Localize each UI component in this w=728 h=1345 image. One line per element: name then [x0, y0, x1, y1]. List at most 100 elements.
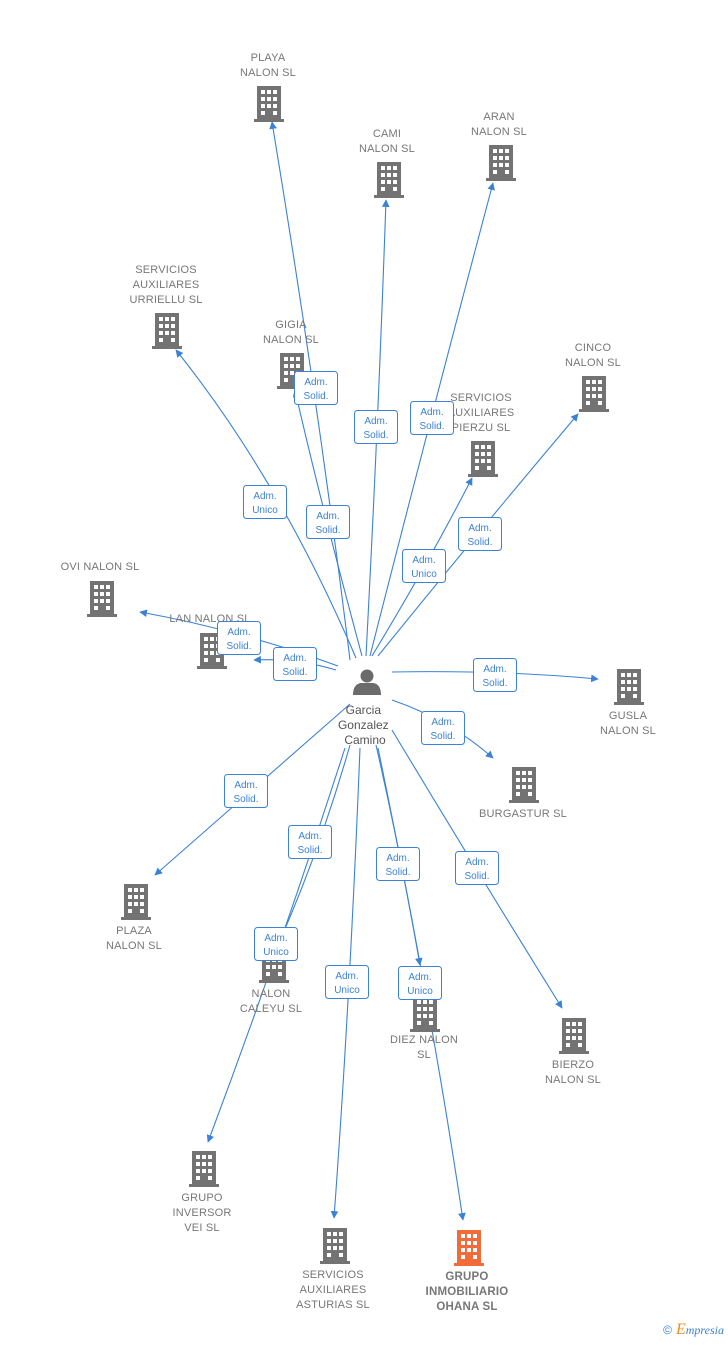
company-name-line: NALON SL	[359, 143, 415, 155]
company-name-line: PLAYA	[251, 52, 286, 64]
company-name: BURGASTUR SL	[479, 808, 567, 820]
company-node-ovi[interactable]: OVI NALON SL	[61, 561, 140, 617]
edge-role-text: Adm.	[386, 853, 409, 864]
edge-role-label-ohana[interactable]: Adm. Unico	[398, 966, 442, 1000]
edge-role-label-playa[interactable]: Adm.Solid.	[294, 371, 338, 405]
building-icon	[468, 441, 498, 477]
building-icon	[254, 86, 284, 122]
building-icon	[374, 162, 404, 198]
edge-role-text: Adm.	[420, 407, 443, 418]
edge-role-text: Adm.	[253, 491, 276, 502]
edge-role-label-plaza[interactable]: Adm.Solid.	[224, 774, 268, 808]
edge-role-text: Unico	[263, 947, 289, 958]
edge-role-text: Adm.	[335, 971, 358, 982]
edge-labels-layer: Adm.Solid.Adm.Solid.Adm.Solid.Adm.UnicoA…	[217, 371, 517, 1000]
company-name-line: INMOBILIARIO	[426, 1286, 509, 1298]
edge-role-text: Unico	[407, 986, 433, 997]
company-name-line: VEI SL	[184, 1222, 219, 1234]
edge-role-label-servicios-urriellu[interactable]: Adm.Unico	[243, 485, 287, 519]
company-name-line: SERVICIOS	[450, 392, 512, 404]
company-name-line: NALON SL	[263, 334, 319, 346]
footer-credit: ©Empresia	[663, 1321, 724, 1339]
edge-role-label-servicios-asturias[interactable]: Adm.Unico	[325, 965, 369, 999]
company-name-line: GUSLA	[609, 710, 648, 722]
building-icon	[614, 669, 644, 705]
company-name-line: AUXILIARES	[448, 407, 515, 419]
building-icon	[486, 145, 516, 181]
edge-role-label-ovi[interactable]: Adm.Solid.	[217, 621, 261, 655]
company-node-ohana[interactable]: GRUPO INMOBILIARIO OHANA SL	[426, 1230, 509, 1313]
company-name-line: URRIELLU SL	[129, 294, 202, 306]
edge-role-text: Solid.	[315, 525, 340, 536]
edge-role-text: Solid.	[226, 641, 251, 652]
edge-role-label-cinco[interactable]: Adm.Solid.	[458, 517, 502, 551]
company-name-line: OVI NALON SL	[61, 561, 140, 573]
edge-role-text: Solid.	[467, 537, 492, 548]
company-name: SERVICIOS AUXILIARES PIERZU SL	[448, 392, 515, 434]
company-name-line: AUXILIARES	[133, 279, 200, 291]
person-name-line-1: Garcia	[346, 703, 382, 717]
edge-role-label-diez[interactable]: Adm.Solid.	[376, 847, 420, 881]
edge-role-text: Solid.	[363, 430, 388, 441]
company-name-line: AUXILIARES	[300, 1284, 367, 1296]
edge-role-text: Adm.	[264, 933, 287, 944]
edge-role-label-gusla[interactable]: Adm. Solid.	[473, 658, 517, 692]
building-icon	[189, 1151, 219, 1187]
company-node-burgastur[interactable]: BURGASTUR SL	[479, 767, 567, 820]
person-node[interactable]: Garcia Gonzalez Camino	[338, 669, 392, 748]
company-node-gusla[interactable]: GUSLA NALON SL	[600, 669, 656, 737]
edge-role-label-servicios-pierzu[interactable]: Adm.Unico	[402, 549, 446, 583]
edge-role-text: Solid.	[303, 391, 328, 402]
company-name-line: NALON SL	[106, 940, 162, 952]
company-name-line: OHANA SL	[436, 1301, 497, 1313]
svg-text:Garcia Gonzalez Ca: Garcia Gonzalez Camino	[338, 703, 392, 747]
edge-role-text: Adm.	[316, 511, 339, 522]
edge-role-label-gigia[interactable]: Adm. Solid.	[306, 505, 350, 539]
company-name-line: BURGASTUR SL	[479, 808, 567, 820]
company-name-line: GRUPO	[445, 1271, 488, 1283]
edge-role-label-caleyu[interactable]: Adm.Solid.	[288, 825, 332, 859]
edge-role-label-burgastur[interactable]: Adm.Solid.	[421, 711, 465, 745]
edge-role-text: Solid.	[464, 871, 489, 882]
edge-role-label-cami[interactable]: Adm.Solid.	[354, 410, 398, 444]
company-name-line: CINCO	[575, 342, 612, 354]
edge-role-label-lan[interactable]: Adm.Solid.	[273, 647, 317, 681]
edge-role-label-inversor[interactable]: Adm. Unico	[254, 927, 298, 961]
edge-role-text: Adm.	[431, 717, 454, 728]
person-icon	[353, 669, 381, 695]
edge-role-text: Solid.	[482, 678, 507, 689]
company-name-line: SL	[417, 1049, 431, 1061]
company-name-line: NALON SL	[600, 725, 656, 737]
edge-role-label-bierzo[interactable]: Adm.Solid.	[455, 851, 499, 885]
person-name-line-3: Camino	[344, 733, 386, 747]
edge-role-text: Adm.	[483, 664, 506, 675]
company-name-line: SERVICIOS	[302, 1269, 364, 1281]
company-node-servicios-pierzu[interactable]: SERVICIOS AUXILIARES PIERZU SL	[448, 392, 515, 477]
brand-logo-initial: E	[675, 1321, 686, 1338]
edge-role-text: Adm.	[408, 972, 431, 983]
company-name-line: NALON SL	[471, 126, 527, 138]
edge-role-text: Adm.	[298, 831, 321, 842]
company-name-line: PIERZU SL	[452, 422, 511, 434]
edge-role-text: Adm.	[234, 780, 257, 791]
edge-role-label-aran[interactable]: Adm.Solid.	[410, 401, 454, 435]
